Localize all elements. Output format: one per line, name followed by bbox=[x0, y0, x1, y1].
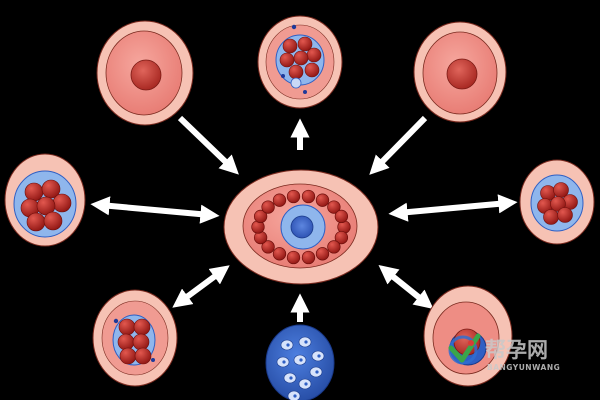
nucleus bbox=[130, 59, 162, 91]
stem-cell-nucleolus bbox=[289, 376, 293, 380]
trophoblast-cell bbox=[334, 230, 349, 245]
morula-left bbox=[4, 153, 86, 247]
blastocyst-center bbox=[223, 169, 379, 285]
stem-cell-nucleolus bbox=[317, 354, 321, 358]
arrow-bottom-left bbox=[172, 265, 230, 308]
trophoblast-cell bbox=[261, 240, 275, 254]
watermark-logo-icon bbox=[448, 333, 481, 365]
arrow-right bbox=[388, 194, 518, 222]
trophoblast-cell bbox=[315, 247, 330, 261]
arrows bbox=[90, 115, 518, 322]
trophoblast-cell bbox=[301, 250, 316, 265]
watermark: 帮孕网 BANGYUNWANG bbox=[448, 333, 560, 372]
trophoblast-cell bbox=[301, 189, 316, 204]
oocyte-top-left bbox=[96, 20, 194, 126]
stem-cell-nucleolus bbox=[304, 340, 308, 344]
trophoblast-cell bbox=[286, 250, 301, 265]
morula-right bbox=[519, 159, 595, 245]
arrow-left bbox=[90, 196, 220, 224]
trophoblast-cell bbox=[253, 209, 268, 224]
stem-cell-cluster-bottom bbox=[265, 324, 335, 400]
arrow-top-right bbox=[369, 115, 428, 175]
trophoblast-cell bbox=[286, 189, 301, 204]
trophoblast-cell bbox=[334, 209, 349, 224]
arrow-bottom-right bbox=[378, 265, 434, 309]
nucleus bbox=[446, 58, 478, 90]
embryo-top-center bbox=[257, 15, 343, 109]
stem-cell-nucleolus bbox=[299, 358, 303, 362]
stem-cell-nucleolus bbox=[286, 343, 290, 347]
trophoblast-cell bbox=[327, 200, 341, 214]
watermark-brand-cn: 帮孕网 bbox=[485, 338, 548, 362]
stem-cell-nuclei bbox=[276, 336, 325, 400]
watermark-brand-en: BANGYUNWANG bbox=[487, 363, 560, 372]
trophoblast-ring bbox=[251, 189, 351, 265]
stem-cell-nucleolus bbox=[282, 360, 286, 364]
stem-cell-nucleolus bbox=[293, 394, 297, 398]
oocyte-top-right bbox=[413, 21, 507, 123]
trophoblast-cell bbox=[327, 240, 341, 254]
embryo-bottom-left bbox=[92, 289, 178, 387]
stem-cell-nucleolus bbox=[304, 382, 308, 386]
trophoblast-cell bbox=[315, 193, 330, 207]
trophoblast-cell bbox=[272, 247, 287, 261]
arrow-top-left bbox=[177, 115, 239, 175]
trophoblast-cell bbox=[272, 193, 287, 207]
stem-cell-nucleolus bbox=[315, 370, 319, 374]
trophoblast-cell bbox=[261, 200, 275, 214]
inner-cell-mass bbox=[290, 215, 314, 239]
